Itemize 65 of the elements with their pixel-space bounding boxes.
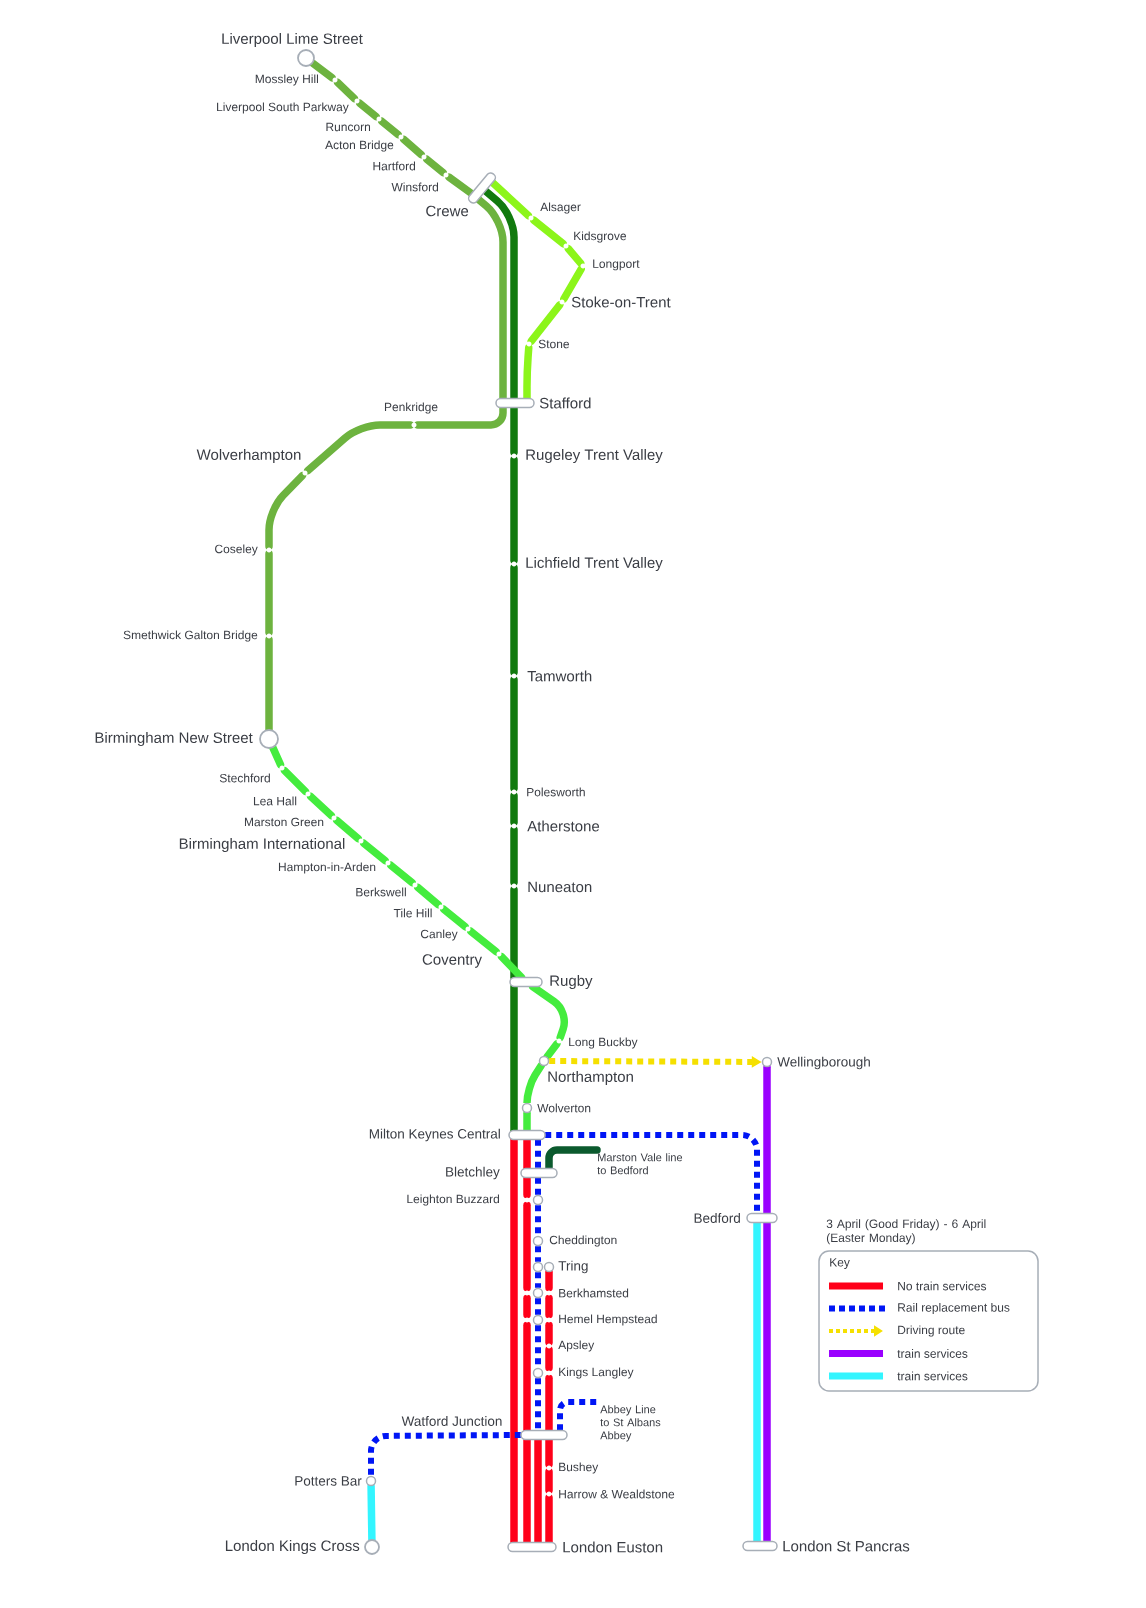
station-name: Lichfield Trent Valley [526, 557, 663, 571]
station-name: Rugby [550, 975, 593, 989]
station-name: Bletchley [446, 1166, 500, 1180]
station-name: Hemel Hempstead [559, 1314, 657, 1326]
station-name: Stechford [219, 773, 270, 783]
station-name: Kings Langley [559, 1367, 634, 1379]
station-name: Apsley [558, 1340, 595, 1352]
station-name: Kidsgrove [574, 231, 626, 243]
station-name: Runcorn [326, 122, 370, 132]
station-name: Potters Bar [295, 1476, 362, 1486]
station-name: Tamworth [527, 670, 592, 682]
station-name: Cheddington [549, 1235, 617, 1247]
station-name: Liverpool Lime Street [222, 33, 363, 47]
station-name: Lea Hall [254, 796, 297, 806]
legend-label: Driving route [898, 1325, 965, 1337]
station-name: Milton Keynes Central [369, 1128, 500, 1142]
date-note: 3 April (Good Friday) - 6 April (Easter Monday) [826, 1219, 986, 1245]
legend-label: train services [897, 1371, 968, 1381]
station-name: Coseley [215, 544, 258, 556]
station-name: Harrow & Wealdstone [559, 1489, 675, 1499]
station-name: Berkhamsted [559, 1288, 629, 1298]
station-name: Nuneaton [528, 881, 592, 893]
station-name: Coventry [422, 954, 482, 968]
station-name: Polesworth [527, 787, 585, 797]
station-name: Northampton [548, 1071, 633, 1085]
station-name: Long Buckby [569, 1037, 638, 1049]
station-name: Stafford [539, 397, 591, 409]
station-name: Penkridge [385, 402, 438, 414]
station-name: London St Pancras [783, 1540, 910, 1552]
legend-label: train services [897, 1349, 968, 1358]
line-note: Marston Vale line to Bedford [597, 1153, 683, 1175]
station-name: Rugeley Trent Valley [526, 449, 663, 463]
station-name: Wolverton [537, 1103, 591, 1113]
station-name: Stoke-on-Trent [571, 296, 671, 308]
station-name: Tring [558, 1260, 588, 1274]
station-name: London Kings Cross [225, 1540, 360, 1554]
station-name: Birmingham International [179, 838, 345, 852]
station-name: Hampton-in-Arden [278, 862, 376, 874]
station-name: Birmingham New Street [95, 732, 253, 746]
station-name: Marston Green [244, 817, 324, 827]
station-name: Longport [593, 259, 640, 271]
legend-label: No train services [898, 1281, 987, 1291]
station-name: Winsford [391, 182, 439, 192]
station-name: Tile Hill [393, 908, 432, 918]
station-name: Wellingborough [777, 1056, 870, 1070]
legend-title: Key [830, 1258, 850, 1269]
station-name: Smethwick Galton Bridge [123, 630, 258, 642]
station-name: Stone [538, 339, 569, 349]
station-name: Hartford [373, 161, 416, 171]
station-name: Wolverhampton [196, 449, 301, 463]
station-name: Bushey [559, 1462, 599, 1474]
station-name: Canley [420, 929, 458, 941]
station-name: Watford Junction [401, 1416, 502, 1426]
station-name: Liverpool South Parkway [217, 102, 349, 114]
station-name: Mossley Hill [255, 74, 318, 86]
station-name: Acton Bridge [325, 140, 394, 152]
station-name: Crewe [426, 205, 469, 217]
station-name: Leighton Buzzard [407, 1194, 499, 1206]
station-name: Alsager [540, 202, 581, 214]
line-note: Abbey Line to St Albans Abbey [600, 1405, 661, 1442]
station-name: Atherstone [527, 820, 600, 832]
legend-label: Rail replacement bus [898, 1302, 1010, 1315]
station-name: Berkswell [356, 887, 406, 897]
station-name: Bedford [694, 1213, 740, 1223]
station-name: London Euston [563, 1541, 663, 1553]
